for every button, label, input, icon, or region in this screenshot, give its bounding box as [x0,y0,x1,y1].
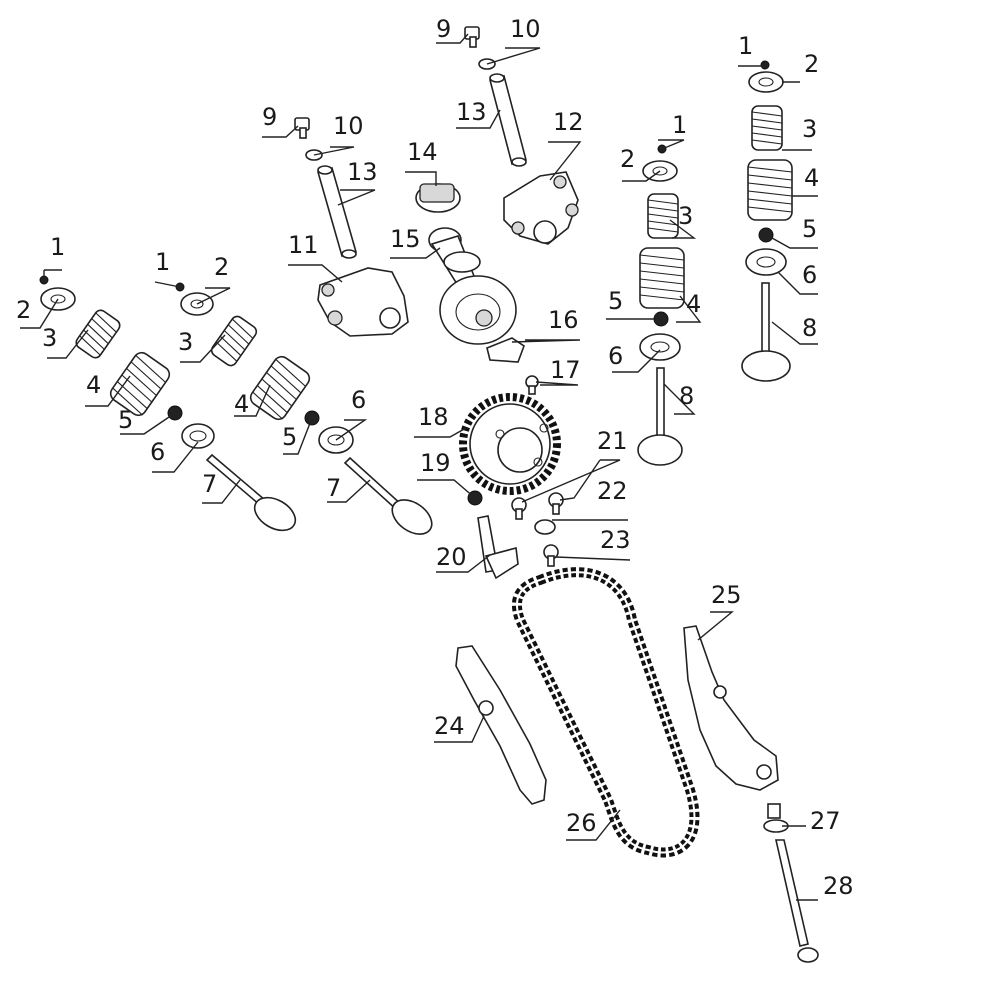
rocker-assembly-left [294,117,409,337]
callout-13: 13 [347,158,378,186]
pivot-bolt-part [763,803,789,833]
callout-25: 25 [711,581,742,609]
valve-group-d [741,60,793,382]
callout-22: 22 [597,477,628,505]
inner-spring-part [751,105,783,151]
rocker-arm-part [317,267,409,337]
rocker-shaft-part [317,165,357,259]
callout-19: 19 [420,449,451,477]
inner-spring-part [75,309,121,359]
callout-1: 1 [50,233,65,261]
callout-10: 10 [510,15,541,43]
callout-23: 23 [600,526,631,554]
callout-27: 27 [810,807,841,835]
cam-sprocket-part [459,393,561,495]
callout-3: 3 [178,328,193,356]
inner-spring-part [647,193,679,239]
decompressor-lever-part [486,337,525,363]
callout-2: 2 [16,296,31,324]
callout-5: 5 [608,287,623,315]
chain-tensioner-guide-part [683,625,779,791]
callout-26: 26 [566,809,597,837]
callout-4: 4 [804,164,819,192]
valve-group-a [39,275,297,532]
rocker-arm-part [503,171,579,245]
callout-4: 4 [86,371,101,399]
screw-17-part [525,375,539,395]
callout-8: 8 [802,314,817,342]
callout-3: 3 [678,202,693,230]
valve-part [741,282,791,382]
callout-18: 18 [418,403,449,431]
callout-2: 2 [620,145,635,173]
callout-labels: 1 2 3 4 5 6 7 1 2 3 4 5 6 7 9 10 13 11 9… [16,15,854,900]
callout-1: 1 [155,248,170,276]
callout-6: 6 [150,438,165,466]
spring-seat-part [745,248,787,276]
callout-6: 6 [802,261,817,289]
callout-24: 24 [434,712,465,740]
outer-spring-part [639,247,685,309]
bolt-part [294,117,310,139]
valve-part [637,367,683,466]
spring-seat-part [639,333,681,361]
sprocket-bolts-part [511,492,564,520]
chain-guide-part [455,645,547,805]
outer-spring-part [747,159,793,221]
callout-5: 5 [118,406,133,434]
outer-spring-part [249,355,311,421]
callout-16: 16 [548,306,579,334]
callout-2: 2 [804,50,819,78]
bolt-23-part [543,544,559,567]
callout-6: 6 [608,342,623,370]
callout-12: 12 [553,108,584,136]
inner-spring-part [210,315,258,367]
callout-1: 1 [672,111,687,139]
bolt-part [464,26,480,48]
callout-4: 4 [686,290,701,318]
callout-15: 15 [390,225,421,253]
bearing-part [415,183,461,213]
timing-chain-part [511,567,700,858]
callout-20: 20 [436,543,467,571]
callout-11: 11 [288,231,319,259]
callout-6: 6 [351,386,366,414]
washer-22-part [534,519,556,535]
valve-seal-part [758,227,774,243]
callout-7: 7 [202,470,217,498]
callout-5: 5 [282,423,297,451]
valve-keeper-part [760,60,770,70]
camshaft-part [428,227,517,345]
spring-retainer-part [748,71,784,93]
camshaft-group [415,183,517,345]
callout-4: 4 [234,390,249,418]
rocker-assembly-right [464,26,579,245]
valve-part [343,456,433,535]
spring-seat-part [181,423,215,449]
callout-2: 2 [214,253,229,281]
outer-spring-part [109,351,171,417]
callout-9: 9 [436,15,451,43]
callout-7: 7 [326,474,341,502]
callout-3: 3 [802,115,817,143]
callout-3: 3 [42,324,57,352]
callout-28: 28 [823,872,854,900]
rocker-shaft-part [489,73,527,167]
callout-9: 9 [262,103,277,131]
callout-10: 10 [333,112,364,140]
guide-bolt-part [774,839,819,963]
valve-part [205,453,297,532]
callout-1: 1 [738,32,753,60]
callout-21: 21 [597,427,628,455]
callout-13: 13 [456,98,487,126]
leader-lines [20,33,818,901]
callout-14: 14 [407,138,438,166]
decompressor-shaft-part [477,515,519,580]
callout-17: 17 [550,356,581,384]
valve-group-c [637,144,685,466]
callout-8: 8 [679,382,694,410]
callout-5: 5 [802,215,817,243]
valve-seal-part [653,311,669,327]
